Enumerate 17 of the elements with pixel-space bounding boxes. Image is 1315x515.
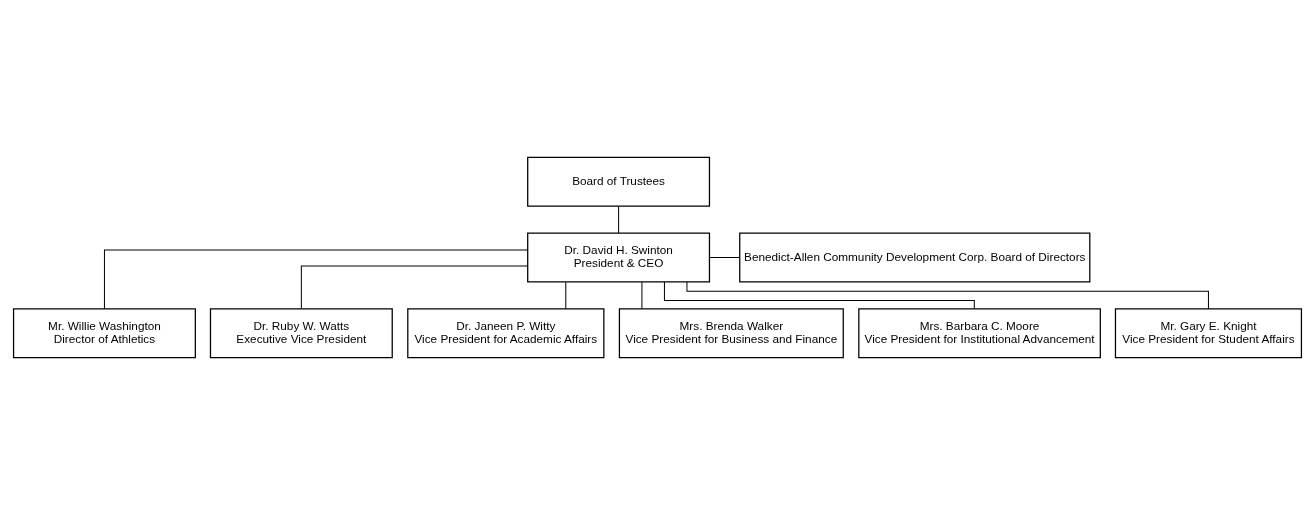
node-box: Mr. Gary E. Knight Vice President for Student Affairs bbox=[1114, 308, 1303, 359]
node-box: Benedict-Allen Community Development Corp. Board of Directors bbox=[739, 232, 1091, 283]
connector bbox=[103, 249, 529, 310]
connector bbox=[618, 206, 620, 234]
connector bbox=[641, 281, 643, 310]
node-box: Mrs. Barbara C. Moore Vice President for Institutional Advancement bbox=[858, 308, 1101, 359]
node-box: Mrs. Brenda Walker Vice President for Business and Finance bbox=[618, 308, 844, 359]
connector bbox=[686, 281, 1209, 310]
connector bbox=[300, 265, 529, 310]
node-box: Dr. Janeen P. Witty Vice President for Academic Affairs bbox=[407, 308, 605, 359]
connector bbox=[708, 257, 740, 258]
node-box: Dr. Ruby W. Watts Executive Vice President bbox=[209, 308, 393, 359]
connector bbox=[565, 281, 567, 310]
node-box: Mr. Willie Washington Director of Athletics bbox=[12, 308, 196, 359]
connector bbox=[663, 281, 975, 310]
node-box: Dr. David H. Swinton President & CEO bbox=[527, 232, 711, 283]
node-box: Board of Trustees bbox=[527, 156, 711, 207]
